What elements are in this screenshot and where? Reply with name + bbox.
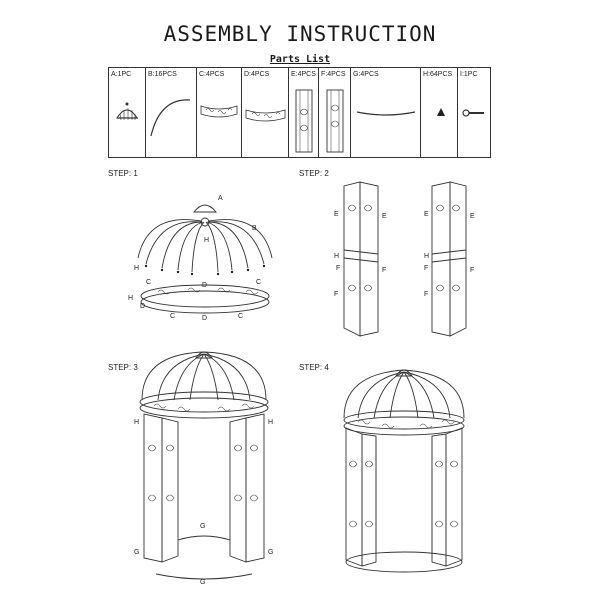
part-c-cell: C:4PCS — [197, 68, 242, 157]
part-h-label: H:64PCS — [423, 71, 453, 78]
callout-c-step1-4: C — [238, 313, 243, 320]
callout-e-step2-3: E — [424, 211, 429, 218]
callout-c-step1-1: C — [146, 279, 151, 286]
part-d-label: D:4PCS — [244, 71, 270, 78]
callout-h-step1-top: H — [204, 237, 209, 244]
step-3-diagram: H H G G G G — [134, 351, 273, 586]
part-e-icon — [295, 89, 313, 153]
callout-e-step2-4: E — [470, 213, 475, 220]
page-title: ASSEMBLY INSTRUCTION — [163, 22, 437, 46]
parts-list-heading: Parts List — [269, 54, 331, 65]
part-a-icon — [116, 102, 138, 121]
callout-f-step2-5: F — [470, 267, 474, 274]
step-4-label: STEP: 4 — [299, 363, 329, 372]
callout-b-step1: B — [252, 225, 257, 232]
callout-f-step2-6: F — [424, 291, 428, 298]
callout-d-step1-1: D — [202, 282, 207, 289]
part-c-label: C:4PCS — [199, 71, 225, 78]
step-2-diagram: E E H F F F E E H F F F — [334, 181, 475, 337]
parts-table: A:1PC B:16PCS C:4PCS D:4PCS E:4PCS — [108, 67, 491, 158]
callout-f-step2-4: F — [424, 265, 428, 272]
part-a-cell: A:1PC — [109, 68, 146, 157]
callout-e-step2-1: E — [334, 211, 339, 218]
callout-h-step3-2: H — [268, 419, 273, 426]
part-i-cell: I:1PC — [458, 68, 490, 157]
callout-h-step2-2: H — [424, 253, 429, 260]
callout-a-step1: A — [218, 195, 223, 202]
callout-h-step1-ring: H — [128, 295, 133, 302]
step-1-label: STEP: 1 — [108, 169, 138, 178]
callout-g-step3-4: G — [200, 579, 205, 586]
part-b-cell: B:16PCS — [146, 68, 197, 157]
part-h-icon — [437, 108, 445, 116]
callout-f-step2-1: F — [336, 265, 340, 272]
part-f-label: F:4PCS — [321, 71, 346, 78]
part-b-label: B:16PCS — [148, 71, 177, 78]
callout-e-step2-2: E — [382, 213, 387, 220]
callout-d-step1-2: D — [140, 303, 145, 310]
part-e-label: E:4PCS — [291, 71, 316, 78]
part-g-icon — [356, 111, 416, 116]
part-a-label: A:1PC — [111, 71, 132, 78]
callout-h-step3-1: H — [134, 419, 139, 426]
callout-h-step2-1: H — [334, 253, 339, 260]
part-b-icon — [150, 99, 191, 137]
part-f-icon — [326, 89, 344, 153]
step-2-label: STEP: 2 — [299, 169, 329, 178]
part-g-label: G:4PCS — [353, 71, 379, 78]
part-d-cell: D:4PCS — [242, 68, 289, 157]
callout-g-step3-3: G — [268, 549, 273, 556]
step-4-diagram — [343, 369, 465, 573]
part-f-cell: F:4PCS — [319, 68, 351, 157]
callout-h-step1-left: H — [134, 265, 139, 272]
callout-c-step1-2: C — [256, 279, 261, 286]
step-1-diagram: A B H H C C D H D C D C — [128, 195, 273, 322]
part-g-cell: G:4PCS — [351, 68, 421, 157]
part-i-icon — [462, 109, 484, 117]
part-e-cell: E:4PCS — [289, 68, 319, 157]
callout-g-step3-1: G — [200, 523, 205, 530]
part-h-cell: H:64PCS — [421, 68, 458, 157]
callout-d-step1-3: D — [202, 315, 207, 322]
callout-f-step2-2: F — [382, 267, 386, 274]
callout-f-step2-3: F — [334, 291, 338, 298]
part-i-label: I:1PC — [460, 71, 478, 78]
part-d-icon — [245, 109, 286, 122]
callout-g-step3-2: G — [134, 549, 139, 556]
step-3-label: STEP: 3 — [108, 363, 138, 372]
part-c-icon — [200, 105, 238, 118]
callout-c-step1-3: C — [170, 313, 175, 320]
